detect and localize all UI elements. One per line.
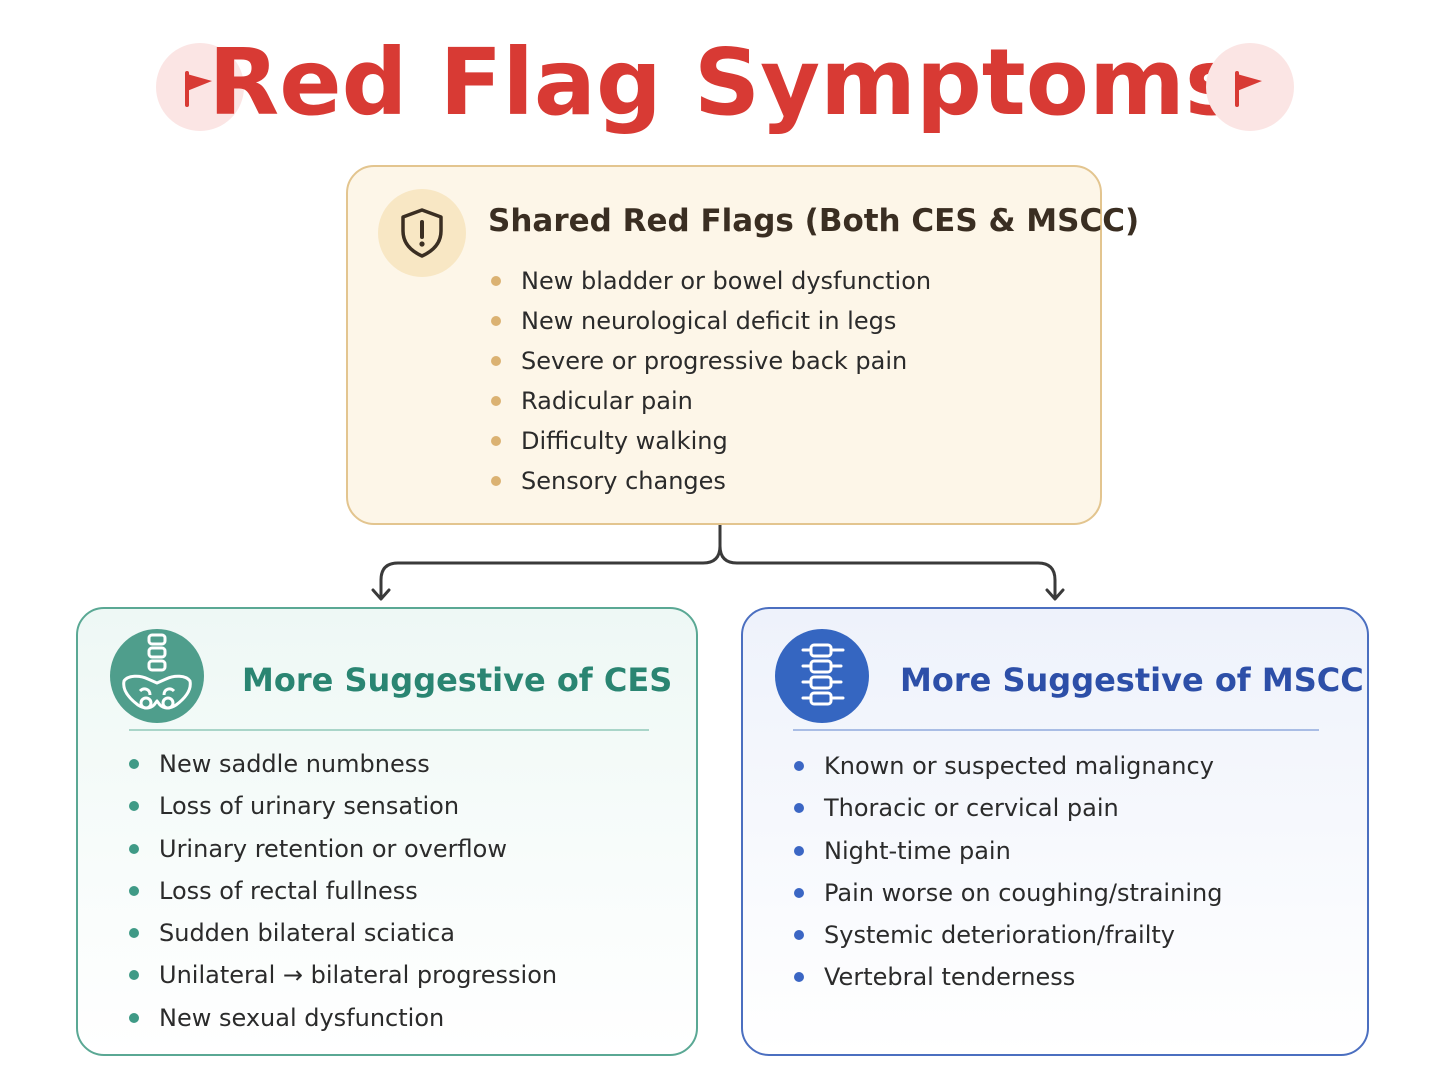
list-item: Difficulty walking	[489, 421, 931, 461]
list-item: Radicular pain	[489, 381, 931, 421]
list-item: Loss of rectal fullness	[127, 870, 557, 912]
list-item: Urinary retention or overflow	[127, 828, 557, 870]
divider	[129, 729, 649, 731]
page-title: Red Flag Symptoms	[208, 29, 1240, 136]
list-item: Severe or progressive back pain	[489, 341, 931, 381]
list-item: Loss of urinary sensation	[127, 785, 557, 827]
list-item: Night-time pain	[792, 830, 1222, 872]
mscc-list: Known or suspected malignancy Thoracic o…	[792, 745, 1222, 999]
list-item: Sensory changes	[489, 461, 931, 501]
flag-icon	[1206, 43, 1294, 131]
list-item: New bladder or bowel dysfunction	[489, 261, 931, 301]
list-item: New saddle numbness	[127, 743, 557, 785]
ces-card-title: More Suggestive of CES	[242, 661, 673, 699]
shared-red-flags-card: Shared Red Flags (Both CES & MSCC) New b…	[346, 165, 1139, 525]
list-item: Pain worse on coughing/straining	[792, 872, 1222, 914]
pelvis-spine-icon	[110, 629, 204, 723]
mscc-card-title: More Suggestive of MSCC	[900, 661, 1364, 699]
divider	[793, 729, 1319, 731]
ces-card: More Suggestive of CES New saddle numbne…	[76, 607, 698, 1056]
mscc-card: More Suggestive of MSCC Known or suspect…	[741, 607, 1369, 1056]
list-item: Thoracic or cervical pain	[792, 787, 1222, 829]
ces-list: New saddle numbness Loss of urinary sens…	[127, 743, 557, 1039]
list-item: Known or suspected malignancy	[792, 745, 1222, 787]
flag-icon	[156, 43, 244, 131]
list-item: Unilateral → bilateral progression	[127, 954, 557, 996]
list-item: Sudden bilateral sciatica	[127, 912, 557, 954]
list-item: Systemic deterioration/frailty	[792, 914, 1222, 956]
vertebrae-icon	[775, 629, 869, 723]
shield-alert-icon	[378, 189, 466, 277]
list-item: New sexual dysfunction	[127, 997, 557, 1039]
list-item: Vertebral tenderness	[792, 956, 1222, 998]
list-item: New neurological deficit in legs	[489, 301, 931, 341]
shared-list: New bladder or bowel dysfunction New neu…	[489, 261, 931, 501]
shared-card-title: Shared Red Flags (Both CES & MSCC)	[488, 203, 1140, 239]
